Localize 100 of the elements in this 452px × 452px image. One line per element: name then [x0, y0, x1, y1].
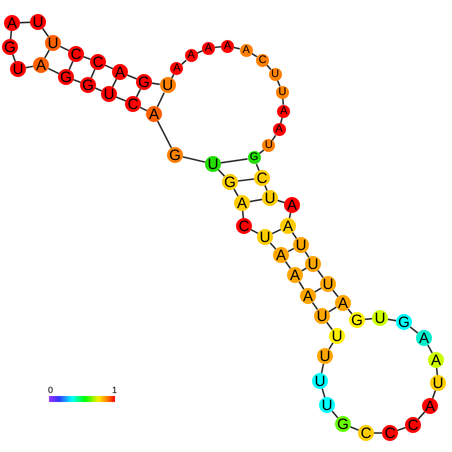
backbone-line — [112, 78, 118, 88]
base-letter: G — [169, 148, 181, 162]
base-letter: U — [104, 86, 114, 102]
backbone-line — [388, 318, 396, 322]
backbone-line — [242, 210, 244, 218]
base-letter: A — [173, 63, 181, 74]
backbone-line — [314, 287, 322, 293]
backbone-line — [48, 68, 60, 74]
backbone-line — [332, 410, 338, 418]
backbone-line — [256, 164, 260, 171]
backbone-line — [140, 106, 148, 112]
base-letter: C — [238, 218, 250, 234]
base-letter: U — [308, 256, 318, 272]
base-letter: A — [6, 16, 17, 30]
backbone-line — [42, 28, 49, 37]
base-letter: C — [384, 426, 396, 440]
backbone-line — [397, 426, 406, 432]
backbone-line — [218, 169, 226, 177]
backbone-line — [364, 318, 372, 320]
base-letter: A — [430, 352, 441, 368]
base-letter: A — [36, 58, 46, 72]
base-letter: A — [286, 198, 297, 212]
backbone-line — [326, 322, 333, 330]
base-letter: C — [408, 418, 418, 432]
backbone-line — [321, 388, 326, 398]
base-letter: C — [258, 54, 267, 66]
backbone-line — [116, 96, 126, 102]
backbone-line — [104, 64, 114, 70]
base-letter: A — [275, 124, 283, 136]
backbone-line — [317, 270, 324, 278]
backbone-line — [68, 61, 74, 70]
base-letter: U — [264, 190, 276, 206]
base-letter: C — [360, 426, 372, 440]
backbone-line — [277, 200, 285, 204]
base-letter: A — [148, 106, 159, 122]
backbone-line — [214, 46, 222, 48]
scale-max-label: 1 — [112, 386, 118, 395]
base-letter: U — [162, 78, 174, 93]
backbone-line — [250, 198, 262, 202]
backbone-line — [312, 302, 318, 310]
backbone-line — [90, 69, 96, 78]
base-letter: U — [48, 36, 58, 50]
backbone-line — [238, 178, 254, 182]
backbone-line — [182, 156, 206, 163]
base-letter: U — [322, 398, 332, 412]
base-letter: U — [322, 276, 334, 292]
backbone-line — [181, 60, 187, 65]
backbone-line — [284, 261, 292, 269]
base-letter: U — [432, 376, 444, 390]
backbone-line — [436, 368, 438, 376]
base-letter: A — [114, 64, 125, 80]
base-letter: A — [187, 50, 195, 62]
base-letter: U — [278, 86, 286, 98]
base-letter: U — [320, 348, 330, 364]
backbone-line — [418, 411, 426, 420]
backbone-line — [26, 66, 34, 68]
base-letter: A — [236, 196, 247, 210]
base-letter: G — [250, 152, 258, 164]
base-letter: A — [418, 330, 429, 346]
base-letter: U — [264, 140, 273, 152]
base-letter: G — [4, 40, 16, 54]
backbone-line — [374, 432, 382, 434]
base-letter: U — [12, 62, 24, 76]
backbone-line — [136, 88, 142, 98]
base-letter: G — [82, 78, 94, 92]
base-letter: G — [138, 74, 150, 90]
base-letter: G — [224, 174, 236, 190]
backbone-line — [73, 78, 81, 84]
backbone-line — [127, 74, 137, 80]
base-letter: U — [296, 238, 306, 252]
base-letter: C — [128, 96, 138, 112]
base-letter: G — [398, 314, 410, 330]
backbone-line — [220, 158, 248, 164]
base-letter: A — [224, 40, 232, 52]
base-letter: A — [276, 248, 286, 262]
backbone-line — [350, 426, 359, 431]
base-letter: A — [204, 42, 212, 54]
backbone-line — [95, 87, 102, 92]
backbone-line — [328, 342, 334, 350]
backbone-line — [410, 326, 418, 334]
backbone-line — [44, 50, 50, 58]
base-letter: A — [290, 268, 300, 282]
backbone-line — [276, 80, 281, 86]
base-letter: A — [280, 106, 288, 117]
base-letter: G — [351, 312, 363, 328]
backbone-line — [10, 30, 12, 40]
backbone-line — [250, 229, 258, 234]
backbone-line — [332, 290, 339, 298]
backbone-line — [282, 98, 284, 105]
backbone-line — [288, 248, 294, 252]
scale-min-label: 0 — [48, 386, 54, 395]
backbone-line — [156, 92, 165, 108]
backbone-line — [156, 120, 172, 148]
base-letter: U — [260, 230, 270, 244]
backbone-line — [288, 212, 292, 218]
backbone-line — [60, 46, 70, 52]
backbone-line — [20, 22, 30, 24]
base-letter: C — [70, 46, 82, 62]
base-letter: U — [32, 14, 44, 30]
backbone-line — [320, 364, 324, 374]
